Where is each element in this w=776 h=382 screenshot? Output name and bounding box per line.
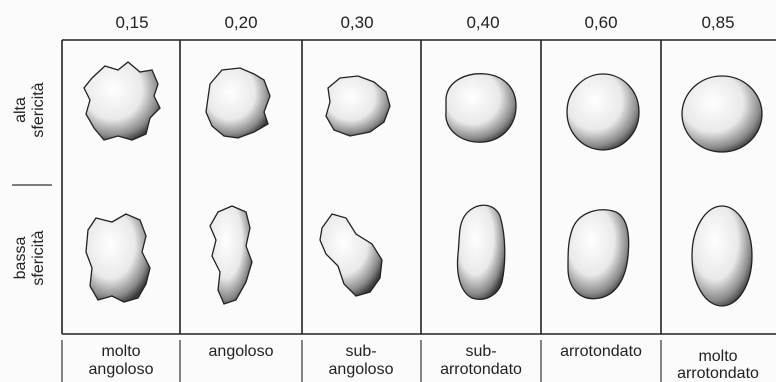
- grain-subrounded-low: [458, 205, 505, 299]
- grains-low-sphericity: [86, 205, 752, 306]
- roundness-value: 0,30: [340, 13, 373, 32]
- grain-subrounded-high: [446, 74, 516, 142]
- column-label-line2: angoloso: [89, 361, 154, 378]
- row-label-line2: sfericità: [30, 82, 47, 137]
- roundness-value: 0,60: [584, 13, 617, 32]
- grain-angular-low: [210, 206, 252, 304]
- grain-rounded-high: [567, 74, 639, 150]
- grain-very-rounded-high: [682, 76, 762, 152]
- row-label-line2: sfericità: [30, 230, 47, 285]
- grid-frame: [62, 40, 776, 334]
- column-label-line2: angoloso: [329, 361, 394, 378]
- column-label-line2: arrotondato: [677, 365, 759, 382]
- column-label-line1: angoloso: [209, 343, 274, 360]
- row-label-high: alta sfericità: [12, 82, 47, 137]
- grain-angular-high: [206, 68, 270, 138]
- grain-subangular-low: [320, 214, 382, 296]
- column-label-line1: molto: [698, 348, 737, 365]
- roundness-value: 0,15: [115, 13, 148, 32]
- column-label-line1: molto: [101, 343, 140, 360]
- roundness-values: 0,15 0,20 0,30 0,40 0,60 0,85: [115, 13, 734, 32]
- grain-very-angular-high: [84, 62, 160, 140]
- column-labels: molto angoloso angoloso sub- angoloso su…: [89, 343, 759, 382]
- column-label-line1: sub-: [345, 343, 376, 360]
- column-label-line1: sub-: [465, 343, 496, 360]
- column-label-line1: arrotondato: [560, 343, 642, 360]
- roundness-value: 0,20: [224, 13, 257, 32]
- grain-very-angular-low: [86, 214, 150, 302]
- grain-rounded-low: [568, 210, 629, 299]
- column-label-line2: arrotondato: [440, 361, 522, 378]
- row-label-low: bassa sfericità: [12, 230, 47, 285]
- roundness-value: 0,85: [701, 13, 734, 32]
- grain-very-rounded-low: [692, 206, 752, 306]
- grain-subangular-high: [326, 76, 390, 136]
- row-label-line1: bassa: [12, 237, 29, 280]
- row-label-line1: alta: [12, 97, 29, 123]
- roundness-value: 0,40: [466, 13, 499, 32]
